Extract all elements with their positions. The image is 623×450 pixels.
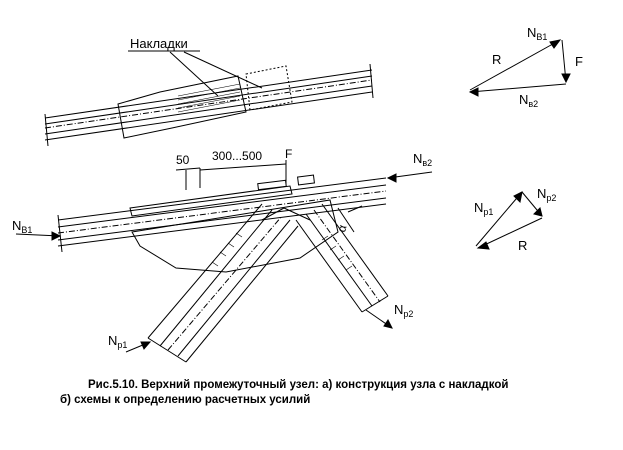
dim-50-label: 50 [176, 153, 190, 167]
tri1-r-label: R [492, 52, 501, 67]
force-triangle-1 [468, 39, 571, 97]
n-p2-label: Np2 [394, 302, 413, 319]
tri1-f-label: F [575, 54, 583, 69]
tri1-nb2-label: Nв2 [519, 92, 538, 109]
caption-line-1: Рис.5.10. Верхний промежуточный узел: а)… [88, 379, 509, 391]
tri2-r-label: R [518, 238, 527, 253]
tri2-np1-label: Np1 [474, 200, 493, 217]
dim-300-500-label: 300...500 [212, 149, 262, 163]
figure-caption: Рис.5.10. Верхний промежуточный узел: а)… [60, 378, 580, 408]
force-arrows [15, 171, 433, 353]
tri1-nb1-label: NB1 [527, 25, 547, 42]
angle-alpha-label: α [334, 223, 349, 233]
n-p1-label: Np1 [108, 333, 127, 350]
force-triangle-2 [475, 191, 543, 250]
top-chord-view [44, 50, 374, 147]
force-f-label: F [285, 147, 292, 161]
overlays-label: Накладки [130, 36, 188, 51]
caption-line-2: б) схемы к определению расчетных усилий [60, 394, 311, 406]
main-node-view [57, 160, 389, 363]
n-b2-label: Nв2 [413, 151, 432, 168]
n-b1-label: NB1 [12, 218, 32, 235]
tri2-np2-label: Np2 [537, 186, 556, 203]
